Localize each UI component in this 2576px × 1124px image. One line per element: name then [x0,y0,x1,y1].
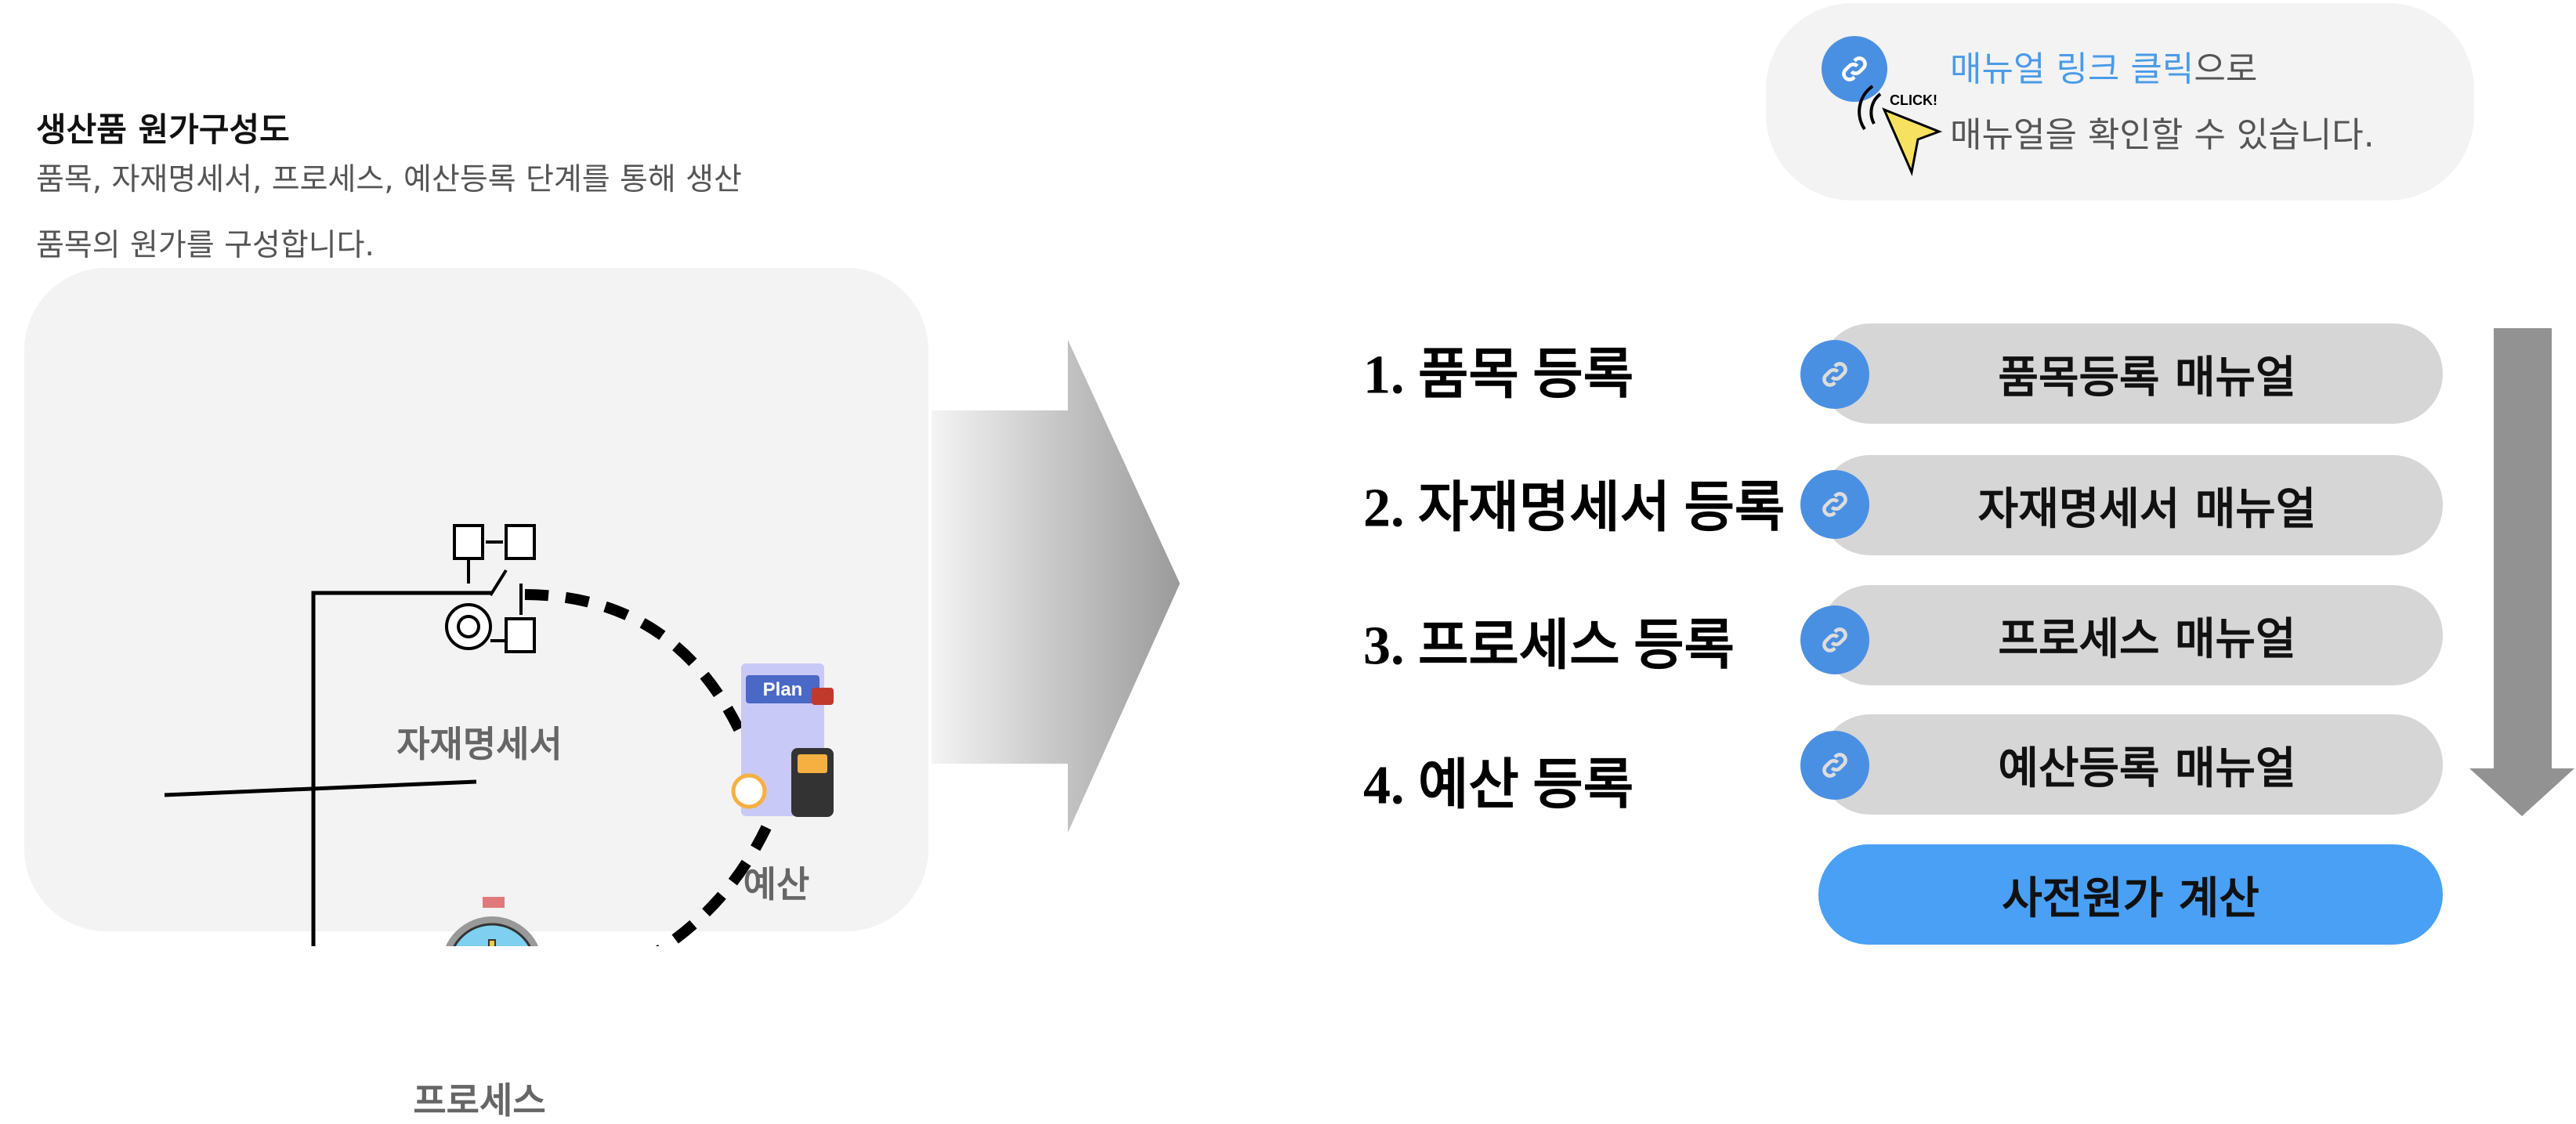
step-4-label: 4. 예산 등록 [1363,755,1634,816]
flow-arrow-right-icon [932,340,1180,833]
page-title: 생산품 원가구성도 [36,110,290,149]
flow-arrow-down-icon [2469,328,2574,816]
budget-plan-calculator-icon: Plan [731,663,834,817]
process-stopwatch-gear-icon [445,897,539,946]
link-icon[interactable] [1800,731,1869,800]
link-icon[interactable] [1800,340,1869,409]
item-manual-link[interactable]: 품목등록 매뉴얼 [1820,323,2443,424]
step-2-label: 2. 자재명세서 등록 [1363,478,1785,539]
link-icon [1822,36,1887,102]
node-label-budget: 예산 [743,863,810,905]
svg-text:Plan: Plan [763,679,803,700]
manual-info-box [1766,3,2474,201]
svg-text:CLICK!: CLICK! [1890,92,1937,108]
page-description-line-2: 품목의 원가를 구성합니다. [36,228,374,263]
click-cursor-icon: CLICK! [1858,85,1943,177]
manual-label: 품목등록 매뉴얼 [1998,352,2296,403]
node-label-bom: 자재명세서 [396,723,563,765]
bom-manual-link[interactable]: 자재명세서 매뉴얼 [1820,455,2443,555]
link-icon[interactable] [1800,605,1869,674]
manual-label: 프로세스 매뉴얼 [1998,613,2296,665]
process-manual-link[interactable]: 프로세스 매뉴얼 [1820,585,2443,685]
step-1-label: 1. 품목 등록 [1363,345,1634,406]
calculate-cost-button[interactable]: 사전원가 계산 [1818,844,2443,945]
dashed-curves [524,589,776,946]
info-line-1: 매뉴얼 링크 클릭으로 [1950,41,2257,91]
page-description-line-1: 품목, 자재명세서, 프로세스, 예산등록 단계를 통해 생산 [36,162,742,197]
info-suffix: 으로 [2194,49,2258,89]
manual-label: 예산등록 매뉴얼 [1998,743,2296,794]
diagram-panel [24,268,928,931]
manual-label: 자재명세서 매뉴얼 [1977,483,2317,535]
node-label-process: 프로세스 [413,1079,546,1122]
step-3-label: 3. 프로세스 등록 [1363,616,1735,677]
link-icon[interactable] [1800,470,1869,539]
bill-of-materials-icon [445,524,536,653]
diagram-lines: Plan [164,524,834,946]
budget-manual-link[interactable]: 예산등록 매뉴얼 [1820,714,2443,815]
info-highlight: 매뉴얼 링크 클릭 [1950,49,2194,89]
info-line-2: 매뉴얼을 확인할 수 있습니다. [1950,115,2375,155]
bracket-connector [164,591,491,946]
